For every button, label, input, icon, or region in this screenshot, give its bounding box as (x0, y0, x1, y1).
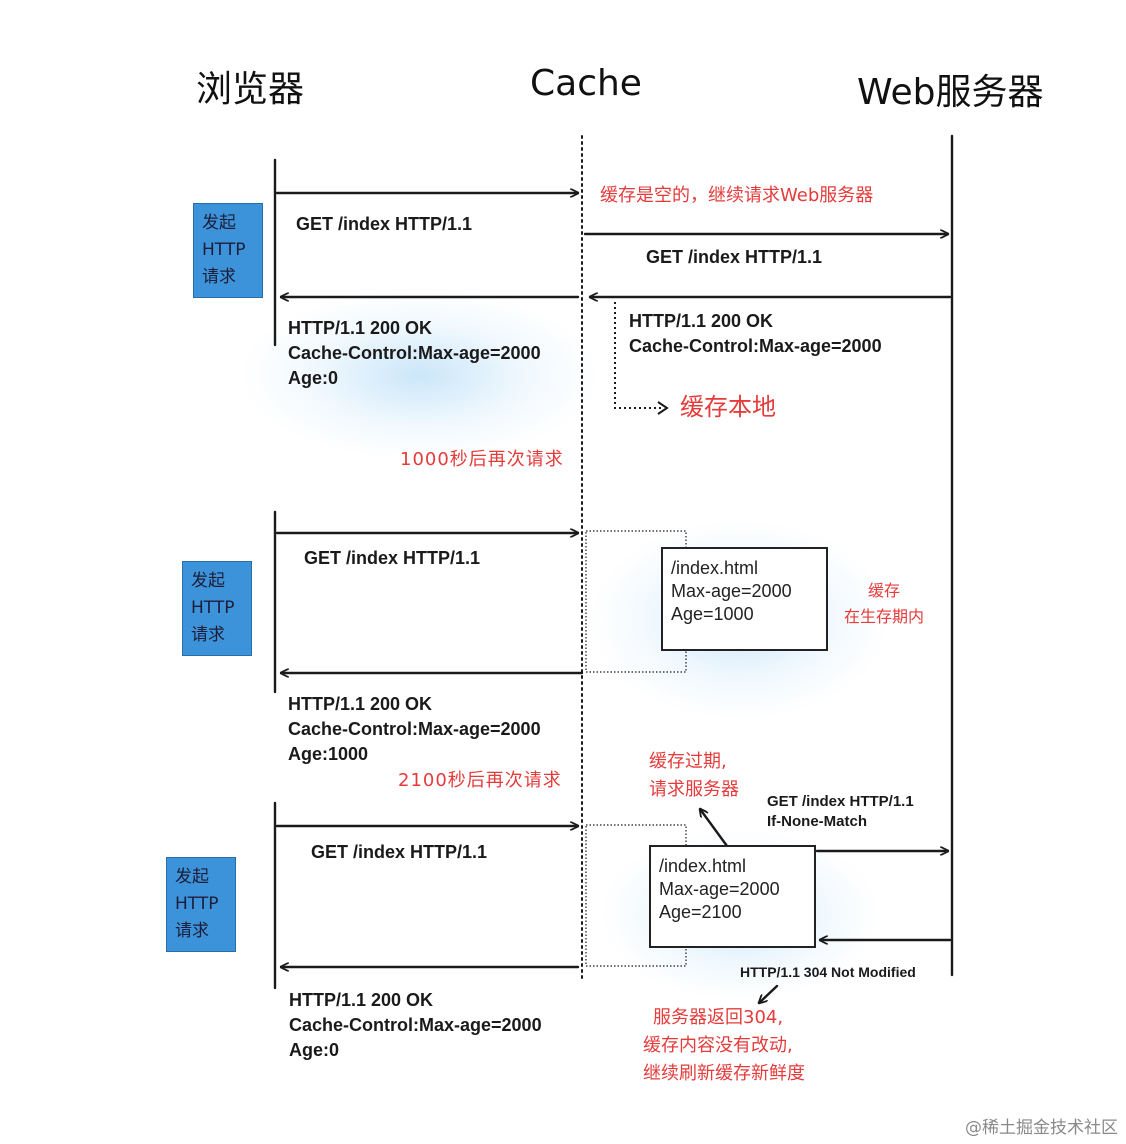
browser-header: 浏览器 (196, 69, 305, 110)
p1-request-label: GET /index HTTP/1.1 (296, 214, 473, 234)
p1-browser-response: HTTP/1.1 200 OK Cache-Control:Max-age=20… (288, 318, 541, 388)
lookup-outline-p3 (585, 824, 687, 967)
p2-request-label: GET /index HTTP/1.1 (304, 548, 481, 568)
p3-refresh-note: 服务器返回304, 缓存内容没有改动, 继续刷新缓存新鲜度 (643, 1007, 805, 1084)
p2-fresh-note: 缓存 在生存期内 (844, 581, 925, 626)
p1-server-response: HTTP/1.1 200 OK Cache-Control:Max-age=20… (629, 311, 882, 356)
lookup-outline-p2 (585, 530, 687, 673)
send-request-badge-1: 发起 HTTP 请求 (193, 203, 263, 298)
arrow-p1-store (614, 302, 664, 409)
arrow-p3-refresh-pointer (759, 984, 779, 1003)
watermark: @稀土掘金技术社区 (965, 1118, 1118, 1138)
p3-forward-label: GET /index HTTP/1.1 If-None-Match (767, 793, 914, 830)
p3-not-modified-label: HTTP/1.1 304 Not Modified (740, 964, 916, 980)
p1-cache-empty-note: 缓存是空的，继续请求Web服务器 (600, 185, 874, 206)
p3-request-label: GET /index HTTP/1.1 (311, 842, 488, 862)
p3-browser-response: HTTP/1.1 200 OK Cache-Control:Max-age=20… (289, 990, 542, 1060)
cache-header: Cache (530, 63, 642, 104)
p1-forward-label: GET /index HTTP/1.1 (646, 247, 823, 267)
delay-note-1: 1000秒后再次请求 (400, 449, 564, 470)
p3-expired-note: 缓存过期, 请求服务器 (649, 751, 739, 800)
p2-browser-response: HTTP/1.1 200 OK Cache-Control:Max-age=20… (288, 694, 541, 764)
delay-note-2: 2100秒后再次请求 (398, 770, 562, 791)
glow-1 (240, 290, 600, 460)
p3-cache-entry: /index.html Max-age=2000 Age=2100 (649, 845, 816, 948)
send-request-badge-2: 发起 HTTP 请求 (182, 561, 252, 656)
server-header: Web服务器 (857, 72, 1044, 113)
p1-store-note: 缓存本地 (680, 393, 776, 421)
arrow-p3-expired-pointer (700, 809, 729, 848)
send-request-badge-3: 发起 HTTP 请求 (166, 857, 236, 952)
p2-cache-entry: /index.html Max-age=2000 Age=1000 (661, 547, 828, 651)
